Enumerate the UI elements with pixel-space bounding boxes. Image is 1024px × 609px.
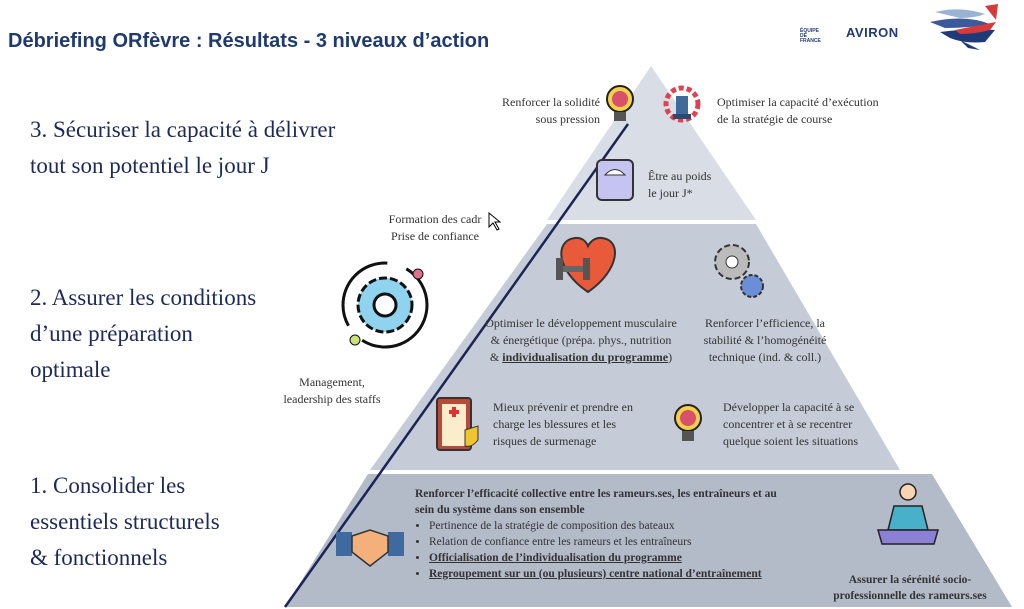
level-1-label: 1. Consolider les essentiels structurels…	[30, 468, 220, 576]
tech-line1: Renforcer l’efficience, la	[704, 316, 826, 330]
weight-text: Être au poids le jour J*	[648, 168, 711, 202]
level-3-line1: 3. Sécuriser la capacité à délivrer	[30, 117, 336, 142]
execution-line2: de la stratégie de course	[717, 112, 833, 126]
management-gear-orbit-icon	[341, 261, 429, 349]
serenity-line2: professionnelle des rameurs.ses	[833, 590, 987, 602]
formation-line1: Formation des cadr	[388, 212, 482, 226]
focus-line3: quelque soient les situations	[723, 434, 858, 448]
muscle-line3: & individualisation du programme)	[476, 349, 686, 366]
bullet-item: Regroupement sur un (ou plusieurs) centr…	[429, 566, 835, 582]
formation-line2: Prise de confiance	[391, 229, 479, 243]
focus-line1: Développer la capacité à se	[723, 400, 855, 414]
injury-line1: Mieux prévenir et prendre en	[493, 400, 633, 414]
solidity-line2: sous pression	[535, 112, 600, 126]
management-line1: Management,	[299, 375, 365, 389]
muscle-line3-prefix: &	[489, 350, 503, 364]
management-line2: leadership des staffs	[283, 392, 381, 406]
mouse-cursor-icon	[488, 211, 502, 231]
level-3-line2: tout son potentiel le jour J	[30, 153, 270, 178]
execution-text: Optimiser la capacité d’exécution de la …	[717, 94, 879, 128]
muscle-line3-suffix: )	[668, 350, 673, 364]
level-1-line2: essentiels structurels	[30, 509, 220, 534]
gears-icon	[714, 244, 764, 298]
rooster-logo-icon	[930, 4, 998, 50]
pyramid-tier-middle	[370, 224, 900, 470]
formation-text: Formation des cadr Prise de confiance	[380, 211, 490, 245]
collective-efficiency-block: Renforcer l’efficacité collective entre …	[415, 486, 835, 582]
collective-heading-line1: Renforcer l’efficacité collective entre …	[415, 488, 777, 500]
pyramid-edge-line	[283, 123, 630, 608]
meditation-person-icon	[877, 483, 939, 545]
level-1-line3: & fonctionnels	[30, 545, 168, 570]
bullet-item: Officialisation de l’individualisation d…	[429, 550, 835, 566]
injury-line2: charge les blessures et les	[493, 417, 617, 431]
muscle-line1: Optimiser le développement musculaire	[485, 316, 677, 330]
tech-line3: technique (ind. & coll.)	[708, 350, 822, 364]
level-2-line3: optimale	[30, 357, 111, 382]
collective-heading-line2: sein du système dans son ensemble	[415, 504, 585, 516]
level-2-line2: d’une préparation	[30, 321, 193, 346]
technique-text: Renforcer l’efficience, la stabilité & l…	[690, 315, 840, 366]
heart-dumbbell-icon	[556, 236, 616, 294]
solidity-line1: Renforcer la solidité	[502, 95, 600, 109]
logo-small-text: ÉQUIPE DE FRANCE	[800, 28, 821, 44]
collective-bullet-list: Pertinence de la stratégie de compositio…	[415, 518, 835, 582]
level-2-label: 2. Assurer les conditions d’une préparat…	[30, 280, 256, 388]
execution-line1: Optimiser la capacité d’exécution	[717, 95, 879, 109]
muscle-line2: & énergétique (prépa. phys., nutrition	[490, 333, 672, 347]
medical-clipboard-shield-icon	[436, 397, 479, 451]
pyramid-tier-bottom	[285, 474, 1012, 607]
tech-line2: stabilité & l’homogénéité	[703, 333, 827, 347]
lightbulb-brain-icon	[606, 85, 634, 121]
solidity-text: Renforcer la solidité sous pression	[470, 94, 600, 128]
muscle-text: Optimiser le développement musculaire & …	[476, 315, 686, 366]
serenity-line1: Assurer la sérénité socio-	[848, 574, 972, 586]
management-text: Management, leadership des staffs	[272, 374, 392, 408]
focus-line2: concentrer et à se recentrer	[723, 417, 853, 431]
level-3-label: 3. Sécuriser la capacité à délivrer tout…	[30, 112, 335, 184]
scale-icon	[596, 159, 634, 201]
logo-brand-text: AVIRON	[846, 25, 899, 40]
injury-text: Mieux prévenir et prendre en charge les …	[493, 399, 633, 450]
page-title: Débriefing ORfèvre : Résultats - 3 nivea…	[8, 30, 490, 52]
focus-text: Développer la capacité à se concentrer e…	[723, 399, 858, 450]
injury-line3: risques de surmenage	[493, 434, 597, 448]
gear-chess-rook-icon	[663, 85, 701, 123]
bullet-item: Pertinence de la stratégie de compositio…	[429, 518, 835, 534]
weight-line2: le jour J*	[648, 186, 693, 200]
level-1-line1: 1. Consolider les	[30, 473, 186, 498]
serenity-text: Assurer la sérénité socio- professionnel…	[812, 572, 1008, 604]
bullet-item: Relation de confiance entre les rameurs …	[429, 534, 835, 550]
lightbulb-brain-icon-focus	[674, 404, 702, 441]
muscle-line3-underlined: individualisation du programme	[502, 350, 669, 364]
level-2-line1: 2. Assurer les conditions	[30, 285, 257, 310]
weight-line1: Être au poids	[648, 169, 712, 183]
handshake-icon	[336, 529, 404, 567]
